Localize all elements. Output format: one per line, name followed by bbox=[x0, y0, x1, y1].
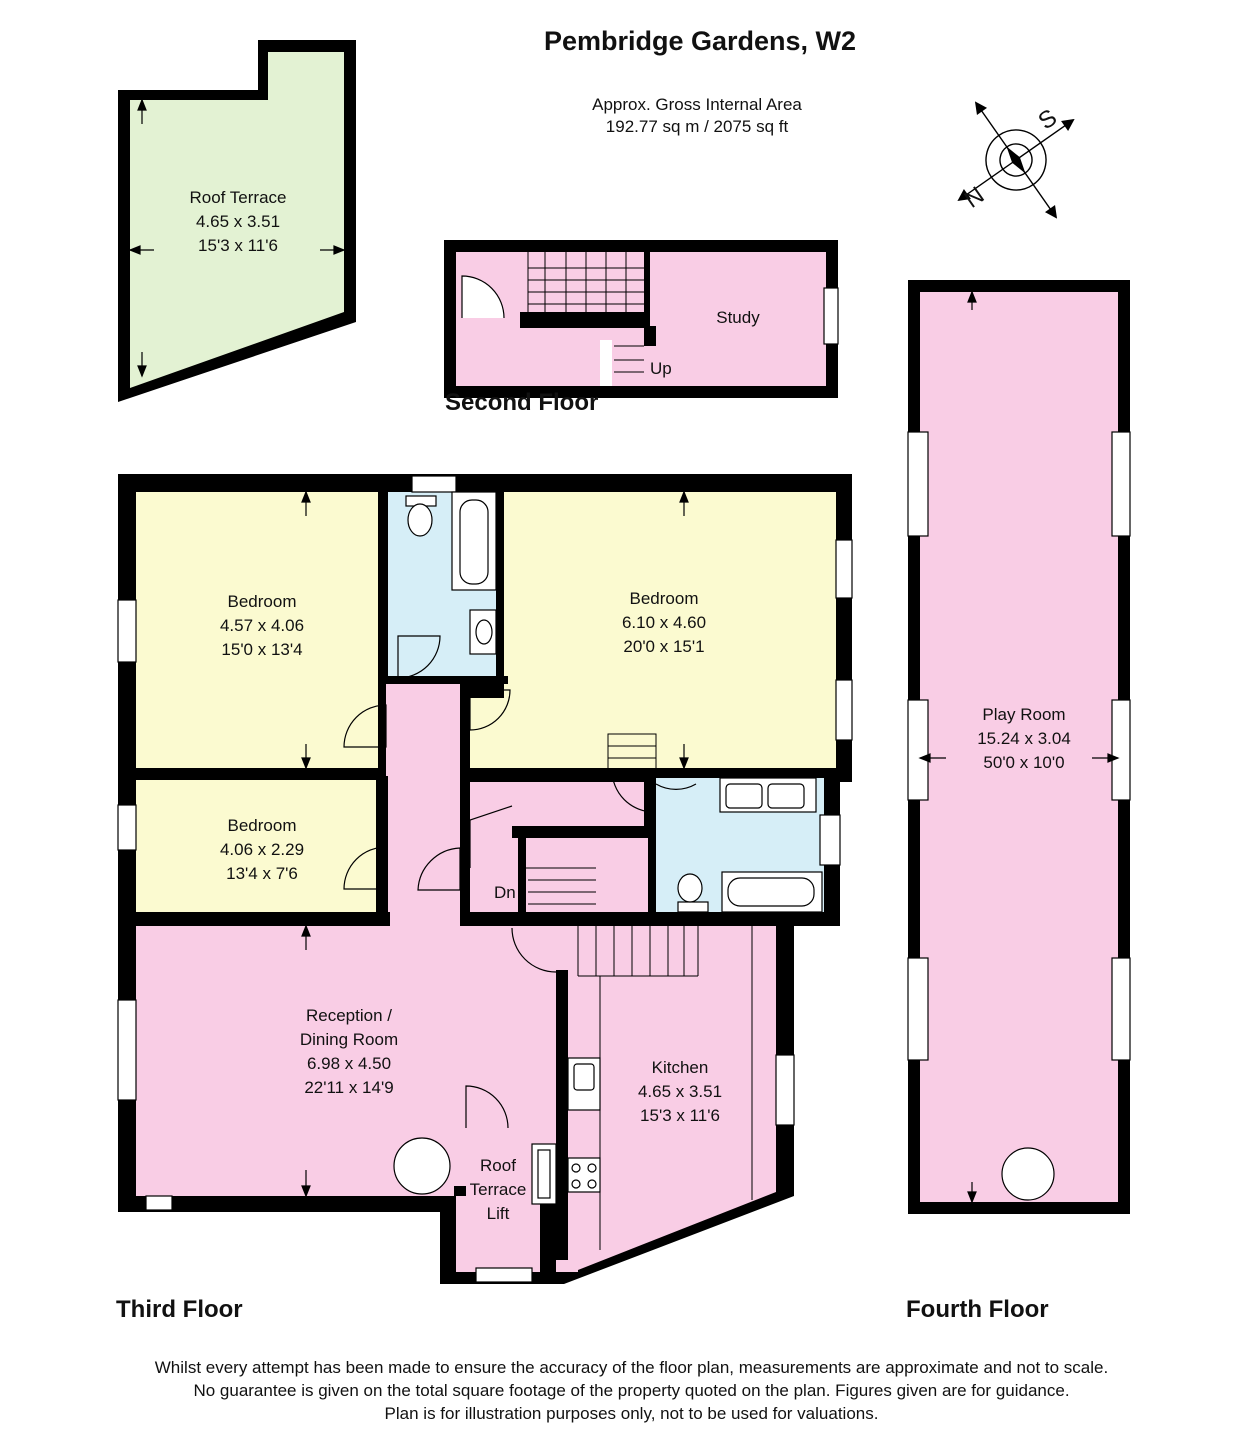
room-name: Bedroom bbox=[629, 589, 699, 608]
property-title: Pembridge Gardens, W2 bbox=[543, 26, 857, 56]
room-label-reception: Reception / Dining Room 6.98 x 4.50 22'1… bbox=[254, 1004, 444, 1100]
room-imperial: 22'11 x 14'9 bbox=[304, 1078, 394, 1097]
room-metric: 4.06 x 2.29 bbox=[219, 840, 305, 859]
lift-line3: Lift bbox=[486, 1204, 510, 1223]
floor-label-second: Second Floor bbox=[445, 389, 599, 416]
room-metric: 4.57 x 4.06 bbox=[219, 616, 305, 635]
roof-terrace-block bbox=[118, 40, 356, 402]
room-label-roof-terrace-lift: Roof Terrace Lift bbox=[458, 1154, 538, 1226]
floor-label-third: Third Floor bbox=[116, 1296, 243, 1323]
room-imperial: 15'3 x 11'6 bbox=[198, 236, 278, 255]
room-metric: 6.98 x 4.50 bbox=[306, 1054, 392, 1073]
room-name: Bedroom bbox=[227, 816, 297, 835]
area-label: Approx. Gross Internal Area bbox=[592, 95, 802, 114]
room-label-play-room: Play Room 15.24 x 3.04 50'0 x 10'0 bbox=[946, 703, 1102, 775]
room-label-bedroom-1: Bedroom 4.57 x 4.06 15'0 x 13'4 bbox=[176, 590, 348, 662]
area-value: 192.77 sq m / 2075 sq ft bbox=[605, 117, 789, 136]
room-imperial: 20'0 x 15'1 bbox=[623, 637, 705, 656]
room-imperial: 15'3 x 11'6 bbox=[640, 1106, 720, 1125]
room-label-roof-terrace: Roof Terrace 4.65 x 3.51 15'3 x 11'6 bbox=[150, 186, 326, 258]
room-name: Roof Terrace bbox=[189, 188, 287, 207]
dimension-arrows bbox=[128, 98, 1120, 1204]
lift-line1: Roof bbox=[480, 1156, 516, 1175]
disclaimer-line-3: Plan is for illustration purposes only, … bbox=[384, 1404, 879, 1423]
stair-label-down: Dn bbox=[494, 883, 516, 902]
third-floor-block bbox=[117, 474, 853, 1284]
room-label-bedroom-2: Bedroom 6.10 x 4.60 20'0 x 15'1 bbox=[578, 587, 750, 659]
area-summary: Approx. Gross Internal Area 192.77 sq m … bbox=[547, 94, 847, 138]
floor-label-fourth: Fourth Floor bbox=[906, 1296, 1049, 1323]
lift-line2: Terrace bbox=[469, 1180, 527, 1199]
disclaimer-line-2: No guarantee is given on the total squar… bbox=[193, 1381, 1070, 1400]
disclaimer: Whilst every attempt has been made to en… bbox=[0, 1356, 1233, 1425]
room-label-study: Study bbox=[716, 308, 760, 327]
room-metric: 4.65 x 3.51 bbox=[637, 1082, 723, 1101]
stair-label-up: Up bbox=[650, 359, 672, 378]
room-name-line2: Dining Room bbox=[299, 1030, 399, 1049]
room-name-line1: Reception / bbox=[306, 1006, 392, 1025]
room-imperial: 13'4 x 7'6 bbox=[226, 864, 298, 883]
fourth-floor-block bbox=[907, 280, 1131, 1214]
disclaimer-line-1: Whilst every attempt has been made to en… bbox=[154, 1358, 1109, 1377]
room-name: Play Room bbox=[982, 705, 1066, 724]
room-name: Kitchen bbox=[651, 1058, 709, 1077]
room-imperial: 50'0 x 10'0 bbox=[983, 753, 1065, 772]
room-name: Bedroom bbox=[227, 592, 297, 611]
room-metric: 15.24 x 3.04 bbox=[977, 729, 1071, 748]
room-label-kitchen: Kitchen 4.65 x 3.51 15'3 x 11'6 bbox=[600, 1056, 760, 1128]
second-floor-block bbox=[444, 240, 839, 398]
compass-rose bbox=[957, 101, 1075, 219]
room-imperial: 15'0 x 13'4 bbox=[221, 640, 303, 659]
room-metric: 4.65 x 3.51 bbox=[195, 212, 281, 231]
room-label-bedroom-3: Bedroom 4.06 x 2.29 13'4 x 7'6 bbox=[176, 814, 348, 886]
room-metric: 6.10 x 4.60 bbox=[621, 613, 707, 632]
